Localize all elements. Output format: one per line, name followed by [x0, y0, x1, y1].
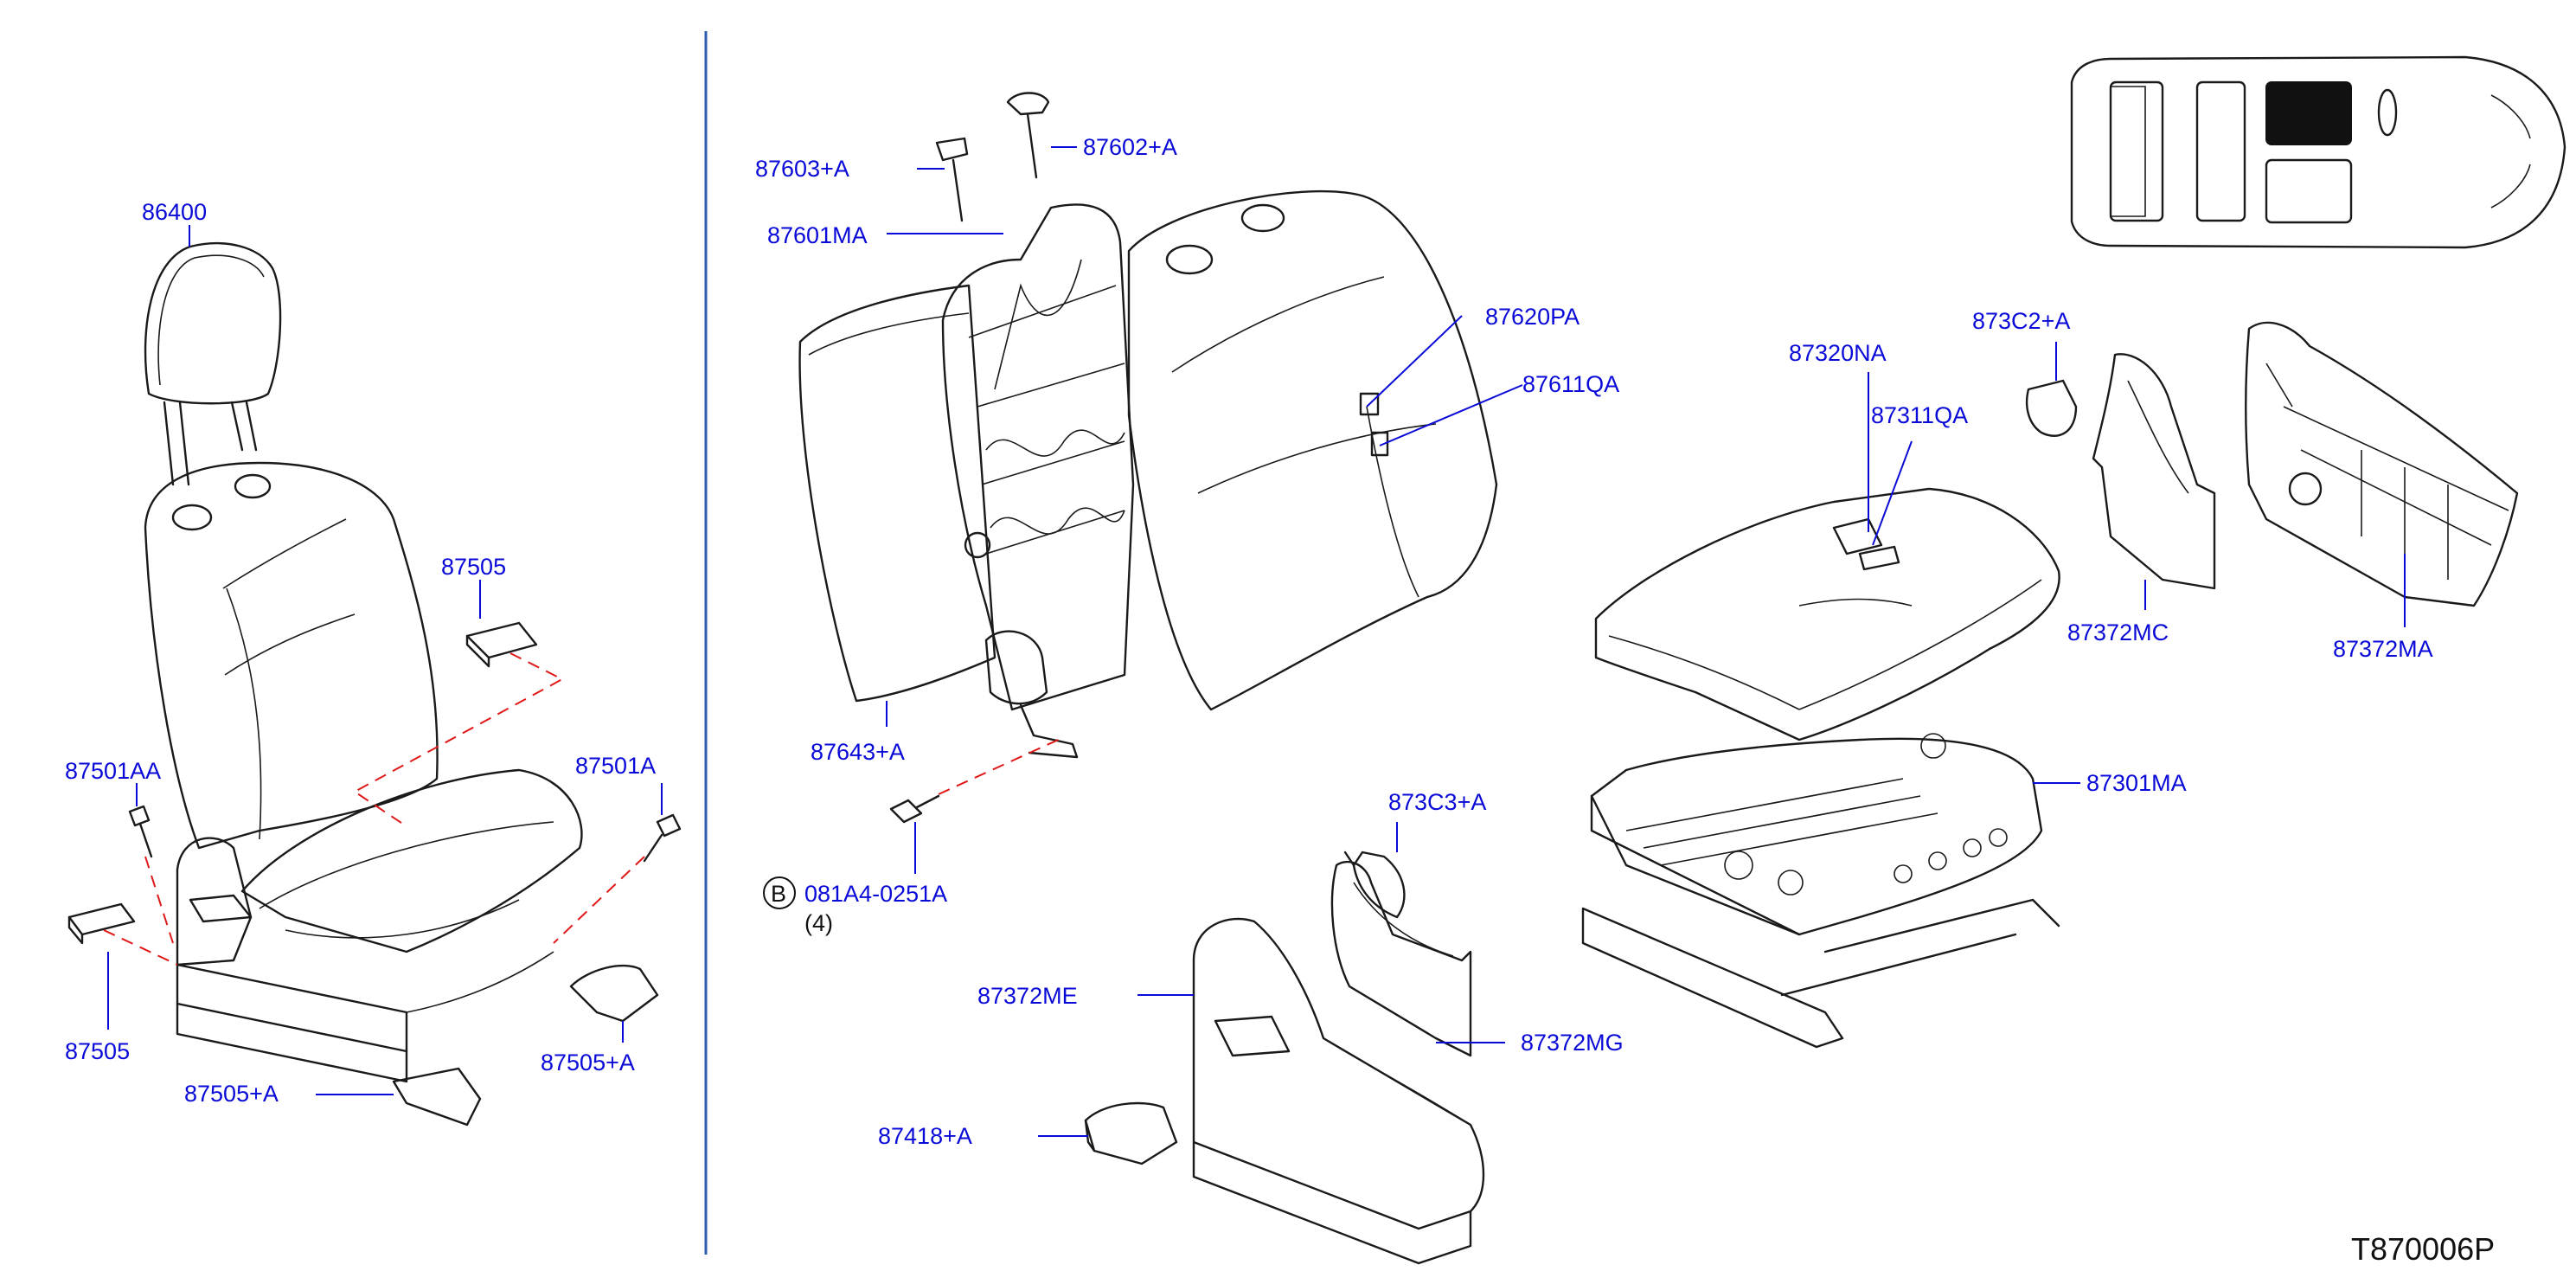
label-87501A: 87501A — [575, 753, 656, 779]
seat-assembly-drawing — [144, 241, 583, 1083]
label-87602A: 87602+A — [1083, 134, 1177, 160]
vehicle-locator — [2070, 55, 2566, 249]
label-87301MA: 87301MA — [2086, 770, 2187, 796]
cushion-trim-drawing — [2025, 321, 2519, 607]
label-87418A: 87418+A — [878, 1123, 972, 1149]
leader-lines — [107, 146, 2406, 1137]
label-87505A-right: 87505+A — [541, 1050, 635, 1075]
label-87505A-bottom: 87505+A — [184, 1081, 279, 1107]
label-873C2A: 873C2+A — [1972, 308, 2070, 334]
label-87372MA: 87372MA — [2333, 636, 2433, 662]
locator-highlight-front-seat — [2265, 81, 2352, 145]
label-081A4-0251A: 081A4-0251A — [804, 881, 947, 907]
label-87505-lower: 87505 — [65, 1038, 130, 1064]
reference-badge-letter: B — [771, 881, 786, 907]
clip-parts-drawing — [67, 621, 682, 1127]
diagram-code: T870006P — [2351, 1231, 2495, 1267]
callout-labels: 86400 87505 87501AA 87501A 87505 87505+A… — [65, 134, 2433, 1149]
label-87505-upper: 87505 — [441, 554, 506, 580]
label-87501AA: 87501AA — [65, 758, 161, 784]
label-87372MC: 87372MC — [2067, 620, 2169, 645]
cushion-assembly-drawing — [1581, 487, 2060, 1049]
label-86400: 86400 — [142, 199, 207, 225]
label-87643A: 87643+A — [811, 739, 905, 765]
label-87603A: 87603+A — [755, 156, 849, 182]
assembly-guide-lines — [103, 652, 645, 966]
reference-badge — [763, 876, 796, 909]
label-87372MG: 87372MG — [1521, 1030, 1624, 1056]
seatback-parts-drawing — [798, 92, 1498, 824]
label-87311QA: 87311QA — [1871, 402, 1968, 428]
label-quantity: (4) — [804, 910, 833, 936]
bolt-callout-081A4: B 081A4-0251A (4) — [763, 876, 947, 936]
label-873C3A: 873C3+A — [1388, 789, 1486, 815]
center-guide-line — [938, 736, 1065, 795]
label-87611QA: 87611QA — [1522, 371, 1619, 397]
label-87320NA: 87320NA — [1789, 340, 1887, 366]
label-87372ME: 87372ME — [977, 983, 1078, 1009]
side-trim-drawing — [1084, 851, 1485, 1265]
label-87601MA: 87601MA — [767, 222, 868, 248]
label-87620PA: 87620PA — [1485, 304, 1580, 330]
